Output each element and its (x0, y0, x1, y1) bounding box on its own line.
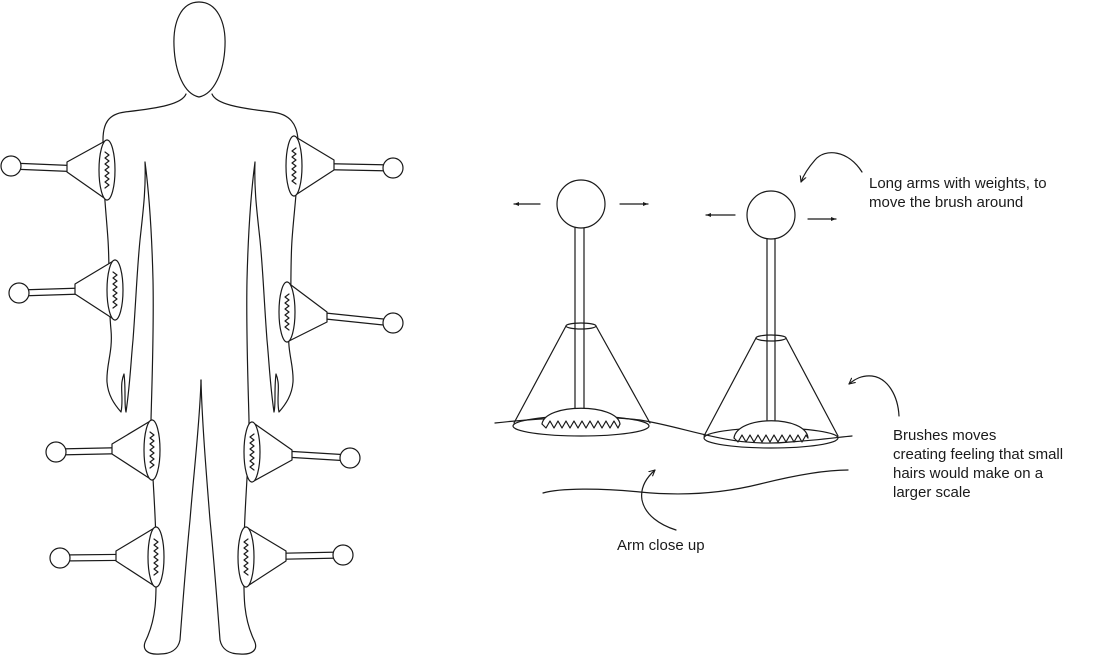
annotation-brushes: Brushes moves creating feeling that smal… (893, 426, 1063, 502)
arrow-to-arm (641, 469, 677, 531)
brush-unit-closeup-right (703, 190, 839, 449)
figure-body-left (102, 93, 202, 655)
annotation-brushes-line-1: Brushes moves (893, 427, 997, 444)
brush-unit-left-thigh (45, 419, 161, 481)
brush-unit-left-elbow (8, 259, 124, 321)
brush-unit-left-shoulder (0, 139, 116, 201)
brush-unit-left-shin (49, 526, 165, 588)
skin-surface-bottom (542, 469, 849, 495)
brush-unit-right-thigh (243, 421, 361, 483)
annotation-arm-close-up: Arm close up (617, 537, 705, 554)
annotation-weights: Long arms with weights, to move the brus… (869, 174, 1047, 212)
annotation-brushes-line-2: creating feeling that small (893, 446, 1064, 463)
annotation-brushes-line-4: larger scale (893, 484, 971, 501)
annotation-brushes-line-3: hairs would make on a (893, 465, 1044, 482)
brush-unit-closeup-left (512, 179, 651, 437)
brush-unit-right-shin (237, 526, 354, 588)
brush-unit-right-elbow (278, 281, 404, 343)
annotation-weights-line-2: move the brush around (869, 194, 1024, 211)
figure-outline (173, 1, 226, 98)
brush-unit-right-shoulder (285, 135, 404, 197)
figure-body-right (200, 93, 299, 655)
arrow-to-weights (801, 152, 863, 183)
arrow-to-brushes (848, 375, 900, 417)
arm-close-up (494, 152, 900, 531)
annotation-weights-line-1: Long arms with weights, to (869, 175, 1047, 192)
human-figure (102, 1, 299, 655)
